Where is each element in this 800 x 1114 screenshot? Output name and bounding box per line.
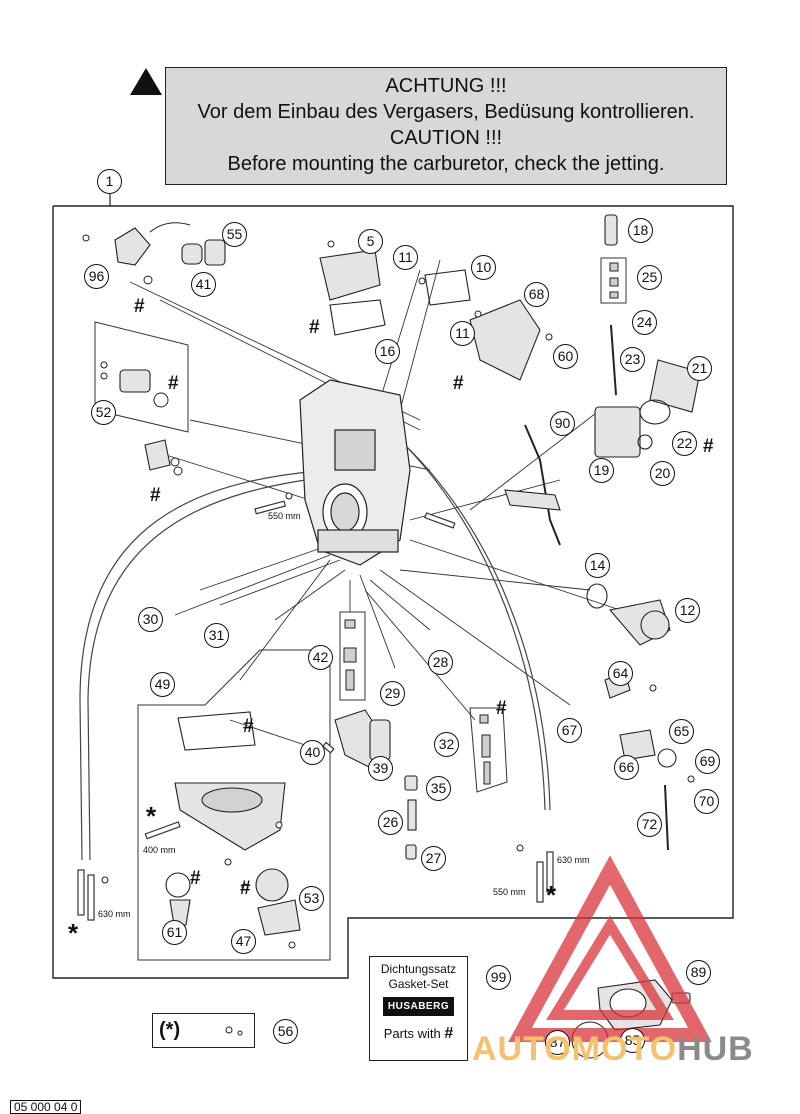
callout-23: 23: [620, 347, 645, 372]
callout-61: 61: [162, 920, 187, 945]
pilot-frame: [94, 321, 189, 433]
callout-28: 28: [428, 650, 453, 675]
callout-16: 16: [375, 339, 400, 364]
asterisk-legend-box: (*): [152, 1013, 255, 1048]
asterisk-legend-symbol: (*): [159, 1019, 181, 1041]
callout-27: 27: [421, 846, 446, 871]
callout-21: 21: [687, 356, 712, 381]
callout-66: 66: [614, 755, 639, 780]
callout-24: 24: [632, 310, 657, 335]
callout-85: 85: [620, 1028, 645, 1053]
hash-marker: #: [243, 716, 254, 737]
hash-marker: #: [190, 868, 201, 889]
gasket-set-box: Dichtungssatz Gasket-Set HUSABERG Parts …: [369, 956, 468, 1061]
callout-1: 1: [97, 169, 122, 194]
callout-18: 18: [628, 218, 653, 243]
hash-marker: #: [496, 698, 507, 719]
hash-marker: #: [453, 373, 464, 394]
watermark-logo: [508, 855, 712, 1042]
callout-41: 41: [191, 272, 216, 297]
callout-42: 42: [308, 645, 333, 670]
callout-70: 70: [694, 789, 719, 814]
main-frame: [52, 205, 734, 979]
callout-52: 52: [91, 400, 116, 425]
callout-32: 32: [434, 732, 459, 757]
needle-frame-42: [339, 611, 366, 701]
brand-logo: HUSABERG: [382, 997, 455, 1016]
warning-line-4: Before mounting the carburetor, check th…: [227, 153, 665, 175]
hash-marker: #: [168, 373, 179, 394]
carburetor-body: [299, 379, 411, 566]
gasket-parts-note: Parts with #: [370, 1025, 467, 1042]
watermark-part1: AUTOMOTO: [472, 1030, 678, 1068]
star-marker: *: [146, 801, 157, 831]
callout-10: 10: [471, 255, 496, 280]
callout-40: 40: [300, 740, 325, 765]
hash-marker: #: [703, 436, 714, 457]
dimension-label: 400 mm: [143, 845, 176, 855]
float-bowl-frame: [137, 649, 331, 961]
callout-30: 30: [138, 607, 163, 632]
hash-marker: #: [240, 878, 251, 899]
warning-triangle-icon: [130, 68, 162, 95]
gasket-set-line1: Dichtungssatz: [380, 962, 457, 976]
hash-marker: #: [134, 296, 145, 317]
warning-line-2: Vor dem Einbau des Vergasers, Bedüsung k…: [197, 101, 695, 123]
watermark-text: AUTOMOTOHUB: [472, 1030, 754, 1069]
callout-39: 39: [368, 756, 393, 781]
callout-65: 65: [669, 719, 694, 744]
callout-12: 12: [675, 598, 700, 623]
callout-96: 96: [84, 264, 109, 289]
callout-55: 55: [222, 222, 247, 247]
footer-code: 05 000 04 0: [10, 1100, 82, 1114]
callout-64: 64: [608, 661, 633, 686]
callout-11b: 11: [450, 321, 475, 346]
hash-marker: #: [309, 317, 320, 338]
gasket-parts-symbol: #: [444, 1025, 454, 1042]
caution-banner: ACHTUNG !!! Vor dem Einbau des Vergasers…: [165, 67, 727, 185]
callout-60: 60: [553, 344, 578, 369]
warning-line-3: CAUTION !!!: [389, 127, 503, 149]
callout-99: 99: [486, 965, 511, 990]
callout-72: 72: [637, 812, 662, 837]
callout-25: 25: [637, 265, 662, 290]
callout-5: 5: [358, 229, 383, 254]
hash-marker: #: [150, 485, 161, 506]
dimension-label: 550 mm: [493, 887, 526, 897]
callout-89: 89: [686, 960, 711, 985]
star-marker: *: [68, 918, 79, 948]
warning-line-1: ACHTUNG !!!: [385, 75, 507, 97]
callout-49: 49: [150, 672, 175, 697]
needle-frame-32: [469, 707, 508, 793]
callout-19: 19: [589, 458, 614, 483]
callout-11: 11: [393, 245, 418, 270]
callout-90: 90: [550, 411, 575, 436]
callout-31: 31: [204, 623, 229, 648]
watermark-part2: HUB: [677, 1030, 754, 1068]
dimension-label: 550 mm: [268, 511, 301, 521]
gasket-set-line2: Gasket-Set: [388, 977, 449, 991]
callout-22: 22: [672, 431, 697, 456]
dimension-label: 630 mm: [557, 855, 590, 865]
callout-47: 47: [231, 929, 256, 954]
callout-29: 29: [380, 681, 405, 706]
callout-69: 69: [695, 749, 720, 774]
dimension-label: 630 mm: [98, 909, 131, 919]
callout-26: 26: [378, 810, 403, 835]
gasket-parts-label: Parts with: [383, 1026, 441, 1041]
callout-87: 87: [545, 1030, 570, 1055]
jet-frame-25: [600, 257, 627, 304]
callout-53: 53: [299, 886, 324, 911]
callout-67: 67: [557, 718, 582, 743]
callout-35: 35: [426, 776, 451, 801]
callout-56: 56: [273, 1019, 298, 1044]
callout-68: 68: [524, 282, 549, 307]
callout-20: 20: [650, 461, 675, 486]
star-marker: *: [546, 880, 557, 910]
callout-14: 14: [585, 553, 610, 578]
